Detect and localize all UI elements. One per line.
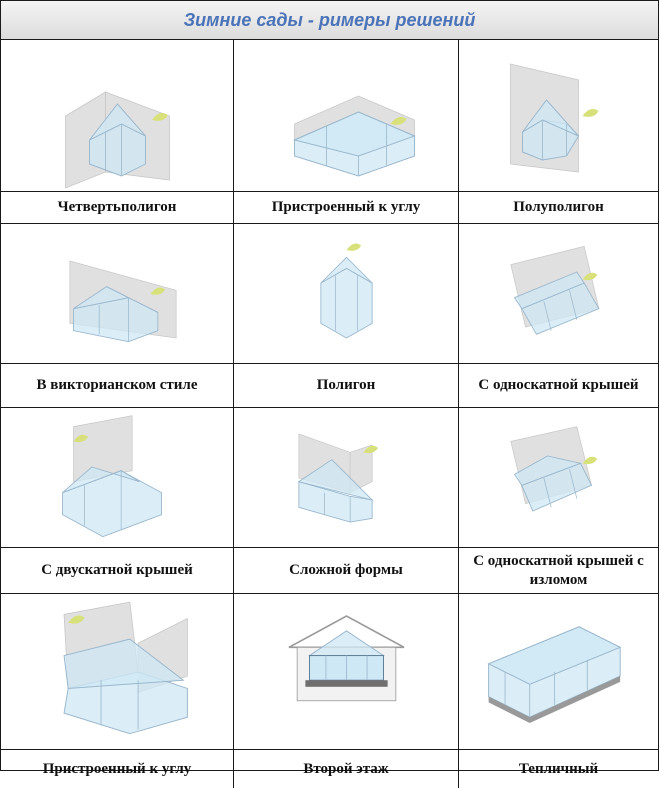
example-image-cell xyxy=(234,594,459,750)
example-image-cell xyxy=(459,40,658,192)
polygon-conservatory-icon xyxy=(319,242,373,339)
victorian-conservatory-icon xyxy=(68,260,177,342)
half-polygon-conservatory-icon xyxy=(510,62,599,172)
example-label: Четвертьполигон xyxy=(1,192,234,224)
example-label: С односкатной крышей xyxy=(459,364,658,408)
complex-conservatory-icon xyxy=(297,432,378,522)
greenhouse-conservatory-icon xyxy=(487,625,622,723)
example-image-cell xyxy=(1,224,234,364)
example-image-cell xyxy=(1,40,234,192)
example-label: Второй этаж xyxy=(234,750,459,788)
example-image-cell xyxy=(459,224,658,364)
example-image-cell xyxy=(459,594,658,750)
example-label: Пристроенный к углу xyxy=(1,750,234,788)
example-label: В викторианском стиле xyxy=(1,364,234,408)
example-image-cell xyxy=(234,40,459,192)
example-image-cell xyxy=(234,224,459,364)
corner-conservatory-2-icon xyxy=(62,601,188,734)
example-label: Сложной формы xyxy=(234,548,459,594)
example-label: С двускатной крышей xyxy=(1,548,234,594)
table-title: Зимние сады - римеры решений xyxy=(1,1,658,40)
lean-to-conservatory-icon xyxy=(510,245,600,335)
example-label: Пристроенный к углу xyxy=(234,192,459,224)
example-label: Тепличный xyxy=(518,760,599,777)
corner-conservatory-icon xyxy=(292,95,416,177)
example-image-cell xyxy=(234,408,459,548)
quarter-polygon-conservatory-icon xyxy=(64,90,170,188)
broken-lean-to-conservatory-icon xyxy=(510,425,598,512)
example-label: Полуполигон xyxy=(459,192,658,224)
example-image-cell xyxy=(459,408,658,548)
example-image-cell xyxy=(1,408,234,548)
example-label: С односкатной крышей с изломом xyxy=(459,548,658,594)
example-image-cell xyxy=(1,594,234,750)
second-floor-conservatory-icon xyxy=(288,614,404,701)
gable-conservatory-icon xyxy=(61,414,162,537)
example-label: Полигон xyxy=(234,364,459,408)
